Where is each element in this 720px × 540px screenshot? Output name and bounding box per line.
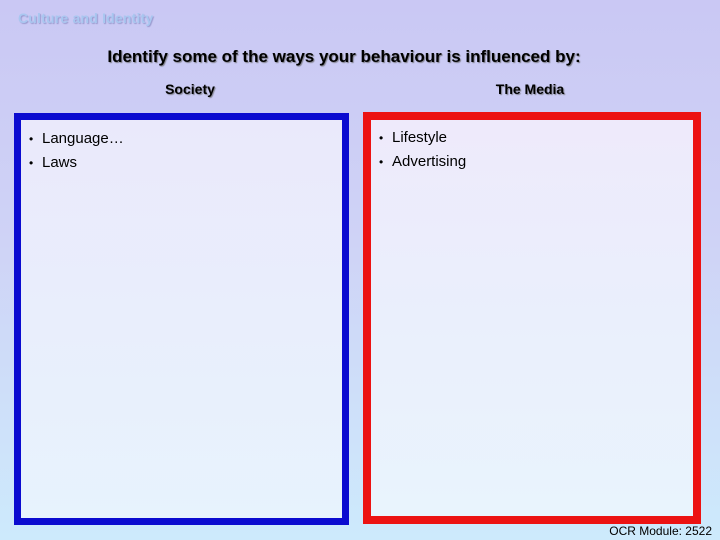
media-bullet-item: • Advertising — [379, 150, 685, 174]
column-header-media: The Media — [495, 81, 565, 97]
bullet-icon: • — [379, 131, 384, 145]
society-content-box: • Language… • Laws — [14, 113, 349, 525]
column-header-society: Society — [165, 81, 215, 97]
bullet-icon: • — [379, 155, 384, 169]
media-bullet-text: Lifestyle — [392, 129, 448, 146]
course-label: Culture and Identity — [18, 10, 154, 26]
media-bullet-text: Advertising — [392, 153, 467, 170]
slide-title: Identify some of the ways your behaviour… — [107, 47, 581, 66]
society-bullet-text: Language… — [42, 130, 124, 147]
media-content-box: • Lifestyle • Advertising — [363, 112, 701, 524]
bullet-icon: • — [29, 156, 34, 170]
bullet-icon: • — [29, 132, 34, 146]
society-bullet-text: Laws — [42, 154, 78, 171]
footer-module-label: OCR Module: 2522 — [609, 524, 712, 538]
media-bullet-item: • Lifestyle — [379, 126, 685, 150]
society-bullet-item: • Laws — [29, 151, 334, 175]
society-bullet-item: • Language… — [29, 127, 334, 151]
